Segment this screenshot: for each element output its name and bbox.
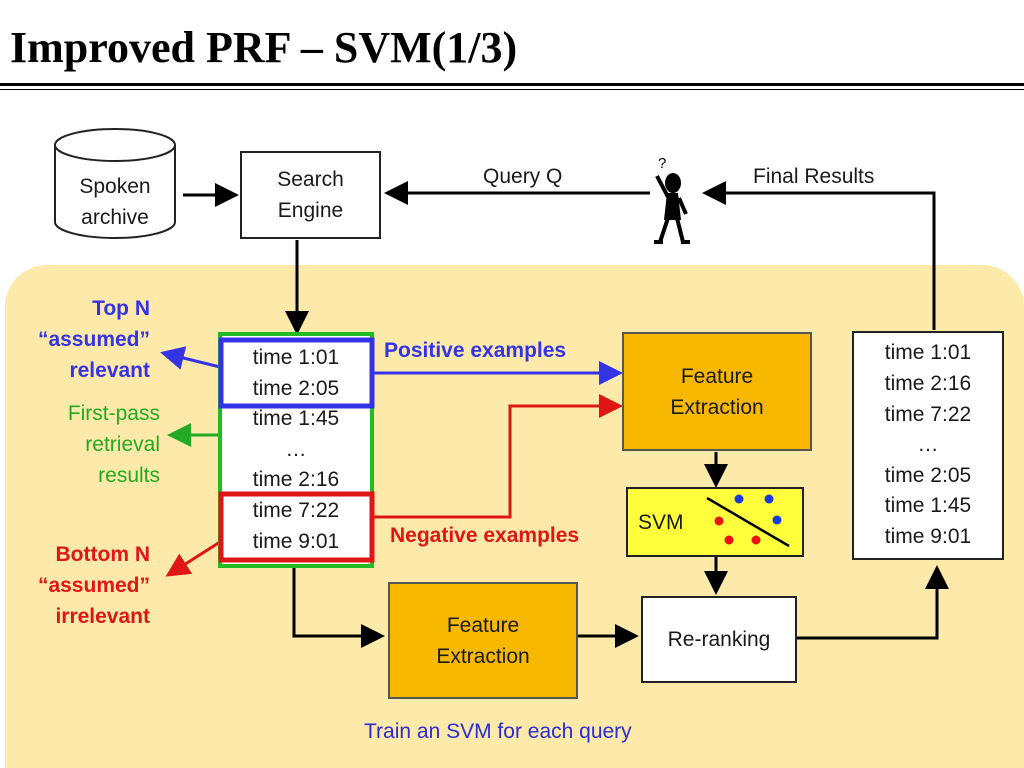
- rerank-to-results-arrow: [797, 565, 949, 640]
- title-rule-thin: [0, 89, 1024, 90]
- positive-examples-label: Positive examples: [384, 339, 567, 362]
- list-item: time 1:45: [884, 494, 972, 518]
- list-item: time 7:22: [884, 402, 972, 426]
- first-pass-list: time 1:01 time 2:05 time 1:45 … time 2:1…: [222, 343, 370, 557]
- list-item: time 2:16: [884, 372, 972, 396]
- list-item: …: [917, 433, 939, 457]
- first-pass-list-frame: [218, 332, 374, 568]
- final-results-list: time 1:01 time 2:16 time 7:22 … time 2:0…: [885, 338, 971, 552]
- list-item: time 9:01: [884, 524, 972, 548]
- bottom-n-label: Bottom N“assumed”irrelevant: [37, 543, 150, 628]
- list-item: time 1:01: [252, 346, 340, 369]
- query-label: Query Q: [483, 165, 563, 188]
- negative-examples-label: Negative examples: [390, 524, 580, 547]
- svm-hyperplane-icon: [706, 496, 790, 548]
- list-item: time 1:45: [252, 407, 340, 431]
- list-item: …: [285, 437, 307, 461]
- top-n-label: Top N“assumed”relevant: [37, 297, 150, 382]
- list-item: time 1:01: [884, 341, 972, 365]
- slide-title: Improved PRF – SVM(1/3): [10, 23, 518, 72]
- list-item: time 7:22: [252, 498, 340, 522]
- final-results-label: Final Results: [753, 165, 875, 188]
- svm-points-icon: [714, 494, 782, 545]
- user-thinking-icon: ?: [654, 155, 690, 244]
- caption: Train an SVM for each query: [364, 720, 632, 743]
- list-item: time 2:16: [252, 468, 340, 492]
- bottom-n-pointer-arrow: [165, 540, 221, 577]
- final-results-arrow: [702, 181, 936, 330]
- list-item: time 2:05: [252, 376, 340, 400]
- list-item: time 2:05: [884, 463, 972, 487]
- top-n-highlight: [218, 337, 375, 409]
- top-n-pointer-arrow: [160, 346, 221, 370]
- database-cylinder-icon: [54, 128, 176, 239]
- reranking-box: Re-ranking: [641, 596, 797, 683]
- svm-label: SVM: [638, 511, 684, 534]
- user-question-mark: ?: [658, 155, 666, 172]
- bottom-n-highlight: [218, 491, 375, 563]
- list-to-feature-arrow: [292, 568, 385, 648]
- final-results-list-box: time 1:01 time 2:16 time 7:22 … time 2:0…: [852, 331, 1004, 560]
- title-rule-thick: [0, 83, 1024, 86]
- list-item: time 9:01: [252, 529, 340, 553]
- negative-examples-arrow: [374, 394, 623, 519]
